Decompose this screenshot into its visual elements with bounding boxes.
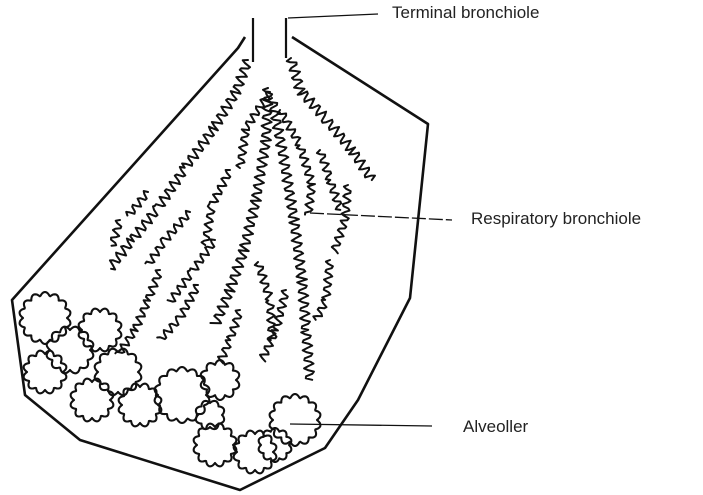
bronchiole-branch bbox=[218, 310, 241, 364]
bronchiole-branch bbox=[255, 262, 276, 340]
respiratory-bronchiole-label: Respiratory bronchiole bbox=[471, 209, 641, 228]
alveolus-lobe bbox=[270, 394, 321, 446]
alveoli-leader bbox=[290, 424, 432, 426]
bronchiole-branch bbox=[287, 58, 375, 180]
lobule-outline bbox=[12, 37, 428, 490]
bronchiole-branch bbox=[278, 110, 315, 215]
alveolus-lobe bbox=[24, 351, 67, 394]
respiratory-bronchiole-branches bbox=[110, 58, 375, 380]
alveolus-lobe bbox=[47, 327, 94, 374]
alveolus-lobe bbox=[71, 379, 114, 422]
bronchiole-branch bbox=[115, 270, 161, 353]
bronchiole-branch bbox=[145, 211, 190, 263]
alveolus-lobe bbox=[234, 431, 277, 474]
bronchiole-branch bbox=[332, 185, 351, 253]
bronchiole-branch bbox=[313, 260, 333, 320]
bronchiole-branch bbox=[110, 60, 250, 270]
alveolus-lobe bbox=[95, 349, 142, 396]
terminal-bronchiole-label: Terminal bronchiole bbox=[392, 3, 539, 22]
bronchiole-branch bbox=[317, 150, 341, 210]
alveolus-lobe bbox=[20, 292, 71, 344]
bronchiole-branch bbox=[202, 170, 231, 245]
bronchiole-branch bbox=[157, 285, 198, 339]
alveoli-label: Alveoller bbox=[463, 417, 529, 436]
alveolus-lobe bbox=[79, 309, 122, 352]
bronchiole-branch bbox=[126, 191, 148, 216]
terminal-bronchiole-tube bbox=[253, 18, 286, 62]
terminal-bronchiole-leader bbox=[288, 14, 378, 18]
bronchiole-branch bbox=[260, 290, 288, 362]
bronchiole-branch bbox=[111, 220, 121, 246]
alveolus-lobe bbox=[201, 360, 239, 400]
respiratory-bronchiole-leader bbox=[310, 213, 452, 220]
